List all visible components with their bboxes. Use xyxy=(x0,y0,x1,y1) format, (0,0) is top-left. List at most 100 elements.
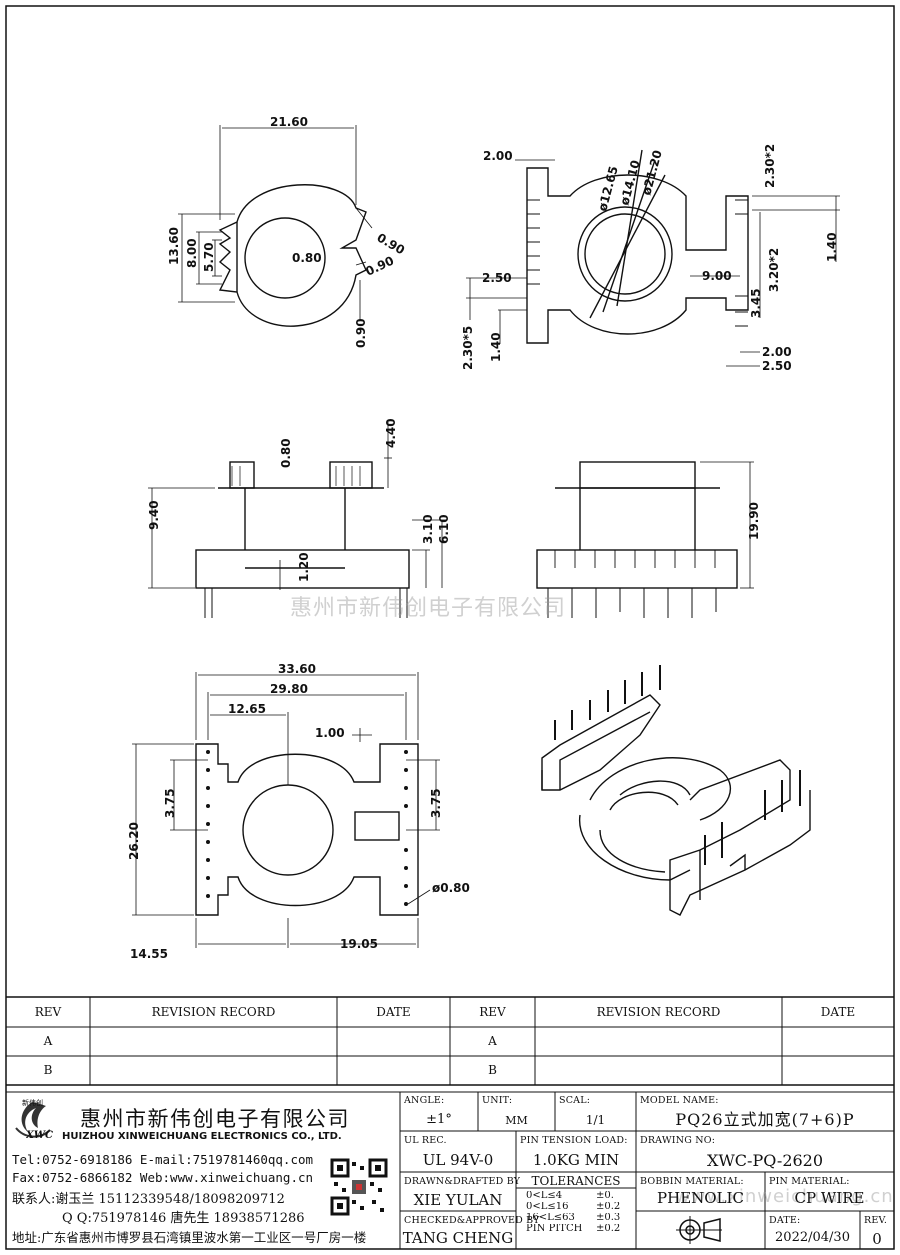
side-dim-3-10: 3.10 xyxy=(421,514,435,544)
drawing-no-value: XWC-PQ-2620 xyxy=(706,1151,824,1170)
rev-row-a-right: A xyxy=(488,1034,497,1048)
side-dim-1-20: 1.20 xyxy=(297,552,311,582)
company-name-en: HUIZHOU XINWEICHUANG ELECTRONICS CO., LT… xyxy=(62,1131,342,1142)
top-dim-9-00: 9.00 xyxy=(702,269,732,283)
watermark-website: www.xinweichuang.cn xyxy=(675,1186,894,1207)
front-view-dimlines xyxy=(178,125,373,320)
date-header-right: DATE xyxy=(820,1005,856,1019)
top-dim-2-00-b: 2.00 xyxy=(762,345,792,359)
front-dim-0-90-b: 0.90 xyxy=(363,254,396,279)
revision-record-header-left: REVISION RECORD xyxy=(151,1005,276,1019)
rev-header-left: REV xyxy=(34,1005,62,1019)
bottom-dim-1-00: 1.00 xyxy=(315,726,345,740)
company-logo xyxy=(15,1102,51,1138)
angle-label: ANGLE: xyxy=(404,1095,445,1106)
bottom-dim-14-55: 14.55 xyxy=(130,947,168,961)
top-dim-2-50-b: 2.50 xyxy=(762,359,792,373)
front-dim-0-90-c: 0.90 xyxy=(354,318,368,348)
tolerances-label: TOLERANCES xyxy=(531,1174,621,1188)
ul-label: UL REC. xyxy=(404,1135,447,1146)
company-name-cn: 惠州市新伟创电子有限公司 xyxy=(80,1107,350,1131)
bottom-view-dimlines xyxy=(132,672,440,948)
top-dim-1-40: 1.40 xyxy=(825,232,839,262)
pin-tension-label: PIN TENSION LOAD: xyxy=(520,1135,628,1146)
end-view xyxy=(536,461,738,618)
checked-by-label: CHECKED&APPROVED BY xyxy=(404,1215,540,1226)
scale-label: SCAL: xyxy=(559,1095,591,1106)
tolerance-row-4: PIN PITCH xyxy=(526,1224,583,1234)
ul-value: UL 94V-0 xyxy=(422,1151,494,1169)
bobbin-material-value: PHENOLIC xyxy=(657,1189,744,1207)
watermark-company-name: 惠州市新伟创电子有限公司 xyxy=(290,596,567,621)
front-dim-8-00: 8.00 xyxy=(185,238,199,268)
bottom-view-pin-holes xyxy=(206,750,408,906)
bottom-dim-29-80: 29.80 xyxy=(270,682,308,696)
pin-material-value: CP WIRE xyxy=(794,1189,865,1207)
side-dim-6-10: 6.10 xyxy=(437,514,451,544)
projection-symbol-icon xyxy=(676,1216,722,1244)
isometric-view xyxy=(541,665,811,916)
top-dim-2-30x5: 2.30*5 xyxy=(461,326,475,370)
front-dim-5-70: 5.70 xyxy=(202,242,216,272)
tolerance-row-2: 0<L≤16 xyxy=(526,1202,569,1212)
top-dim-2-50: 2.50 xyxy=(482,271,512,285)
end-view-dimlines xyxy=(700,461,754,589)
revision-record-header-right: REVISION RECORD xyxy=(596,1005,721,1019)
front-dim-0-90-a: 0.90 xyxy=(375,230,408,257)
rev-row-b-left: B xyxy=(43,1063,53,1077)
top-dim-d14-10: ø14.10 xyxy=(617,159,642,207)
company-logo-text: 新伟创 xyxy=(22,1099,43,1107)
side-view xyxy=(195,461,410,618)
rev-row-a-left: A xyxy=(43,1034,53,1048)
model-value: PQ26立式加宽(7+6)P xyxy=(675,1110,855,1129)
tolerance-val-1: ±0. xyxy=(596,1191,614,1201)
date-value: 2022/04/30 xyxy=(775,1230,850,1245)
tolerance-row-3: 16<L≤63 xyxy=(526,1213,575,1223)
rev-row-b-right: B xyxy=(488,1063,497,1077)
company-address: 地址:广东省惠州市博罗县石湾镇里波水第一工业区一号厂房一楼 xyxy=(12,1230,367,1245)
top-dim-d21-20: ø21.20 xyxy=(639,149,664,197)
top-view-dimlines xyxy=(466,159,840,367)
bottom-view xyxy=(195,743,419,916)
unit-label: UNIT: xyxy=(482,1095,513,1106)
revision-grid xyxy=(6,997,894,1085)
unit-value: MM xyxy=(505,1114,528,1127)
bottom-dim-19-05: 19.05 xyxy=(340,937,378,951)
drawing-no-label: DRAWING NO: xyxy=(640,1135,716,1146)
angle-value: ±1° xyxy=(426,1112,452,1127)
company-contact: 联系人:谢玉兰 15112339548/18098209712 xyxy=(12,1192,285,1207)
end-dim-19-90: 19.90 xyxy=(747,502,761,540)
company-qq: Q Q:751978146 唐先生 18938571286 xyxy=(62,1211,305,1226)
rev-header-right: REV xyxy=(479,1005,506,1019)
tolerance-val-4: ±0.2 xyxy=(596,1224,621,1234)
bottom-dim-26-20: 26.20 xyxy=(127,822,141,860)
checked-by-value: TANG CHENG xyxy=(402,1229,514,1247)
pin-material-label: PIN MATERIAL: xyxy=(769,1176,850,1187)
company-tel: Tel:0752-6918186 E-mail:7519781460qq.com xyxy=(12,1152,314,1167)
top-dim-1-40-b: 1.40 xyxy=(489,332,503,362)
rev-label: REV. xyxy=(864,1215,888,1226)
drawn-by-value: XIE YULAN xyxy=(413,1191,503,1209)
bobbin-material-label: BOBBIN MATERIAL: xyxy=(640,1176,744,1187)
date-label: DATE: xyxy=(769,1215,801,1226)
tolerance-val-3: ±0.3 xyxy=(596,1213,621,1223)
front-dim-13-60: 13.60 xyxy=(167,227,181,265)
side-dim-0-80: 0.80 xyxy=(279,438,293,468)
bottom-dim-3-75-right: 3.75 xyxy=(429,788,443,818)
bottom-dim-33-60: 33.60 xyxy=(278,662,316,676)
scale-value: 1/1 xyxy=(585,1113,606,1127)
top-dim-d12-65: ø12.65 xyxy=(595,165,620,213)
top-view xyxy=(526,149,749,344)
top-dim-3-20x2: 3.20*2 xyxy=(767,248,781,292)
company-fax: Fax:0752-6866182 Web:www.xinweichuang.cn xyxy=(12,1170,314,1185)
tolerance-val-2: ±0.2 xyxy=(596,1202,621,1212)
side-view-dimlines xyxy=(148,420,446,590)
bottom-dim-12-65: 12.65 xyxy=(228,702,266,716)
qr-code-icon xyxy=(330,1158,388,1216)
title-block-grid xyxy=(399,1092,894,1249)
top-dim-2-00: 2.00 xyxy=(483,149,513,163)
rev-value: 0 xyxy=(872,1230,882,1248)
drawn-by-label: DRAWN&DRAFTED BY xyxy=(404,1176,521,1187)
model-label: MODEL NAME: xyxy=(640,1095,719,1106)
